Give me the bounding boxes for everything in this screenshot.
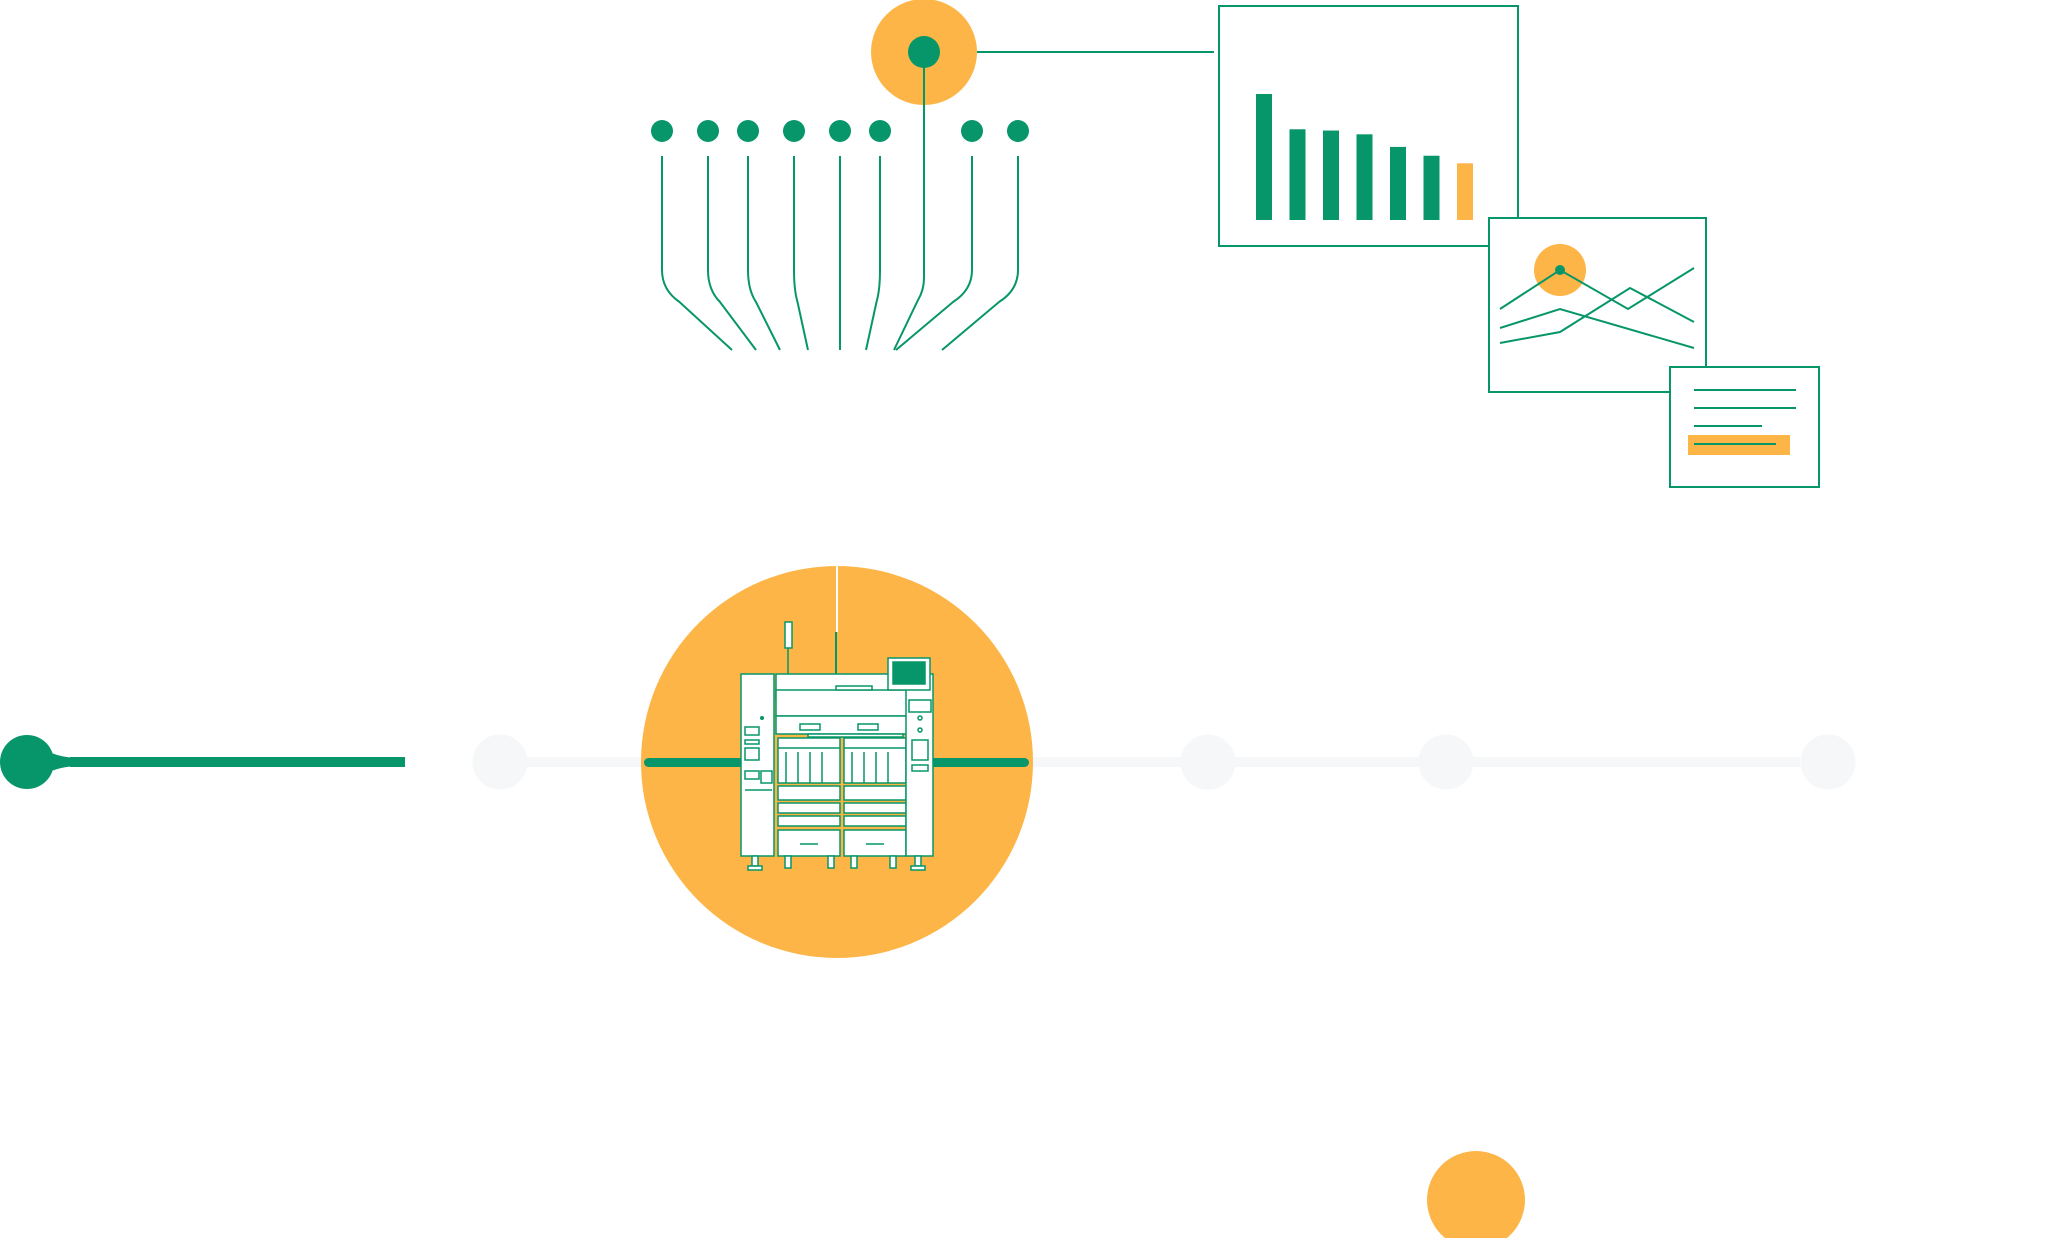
bar-chart-bar [1323,130,1339,220]
accent-dot [1427,1151,1525,1238]
line-chart-frame [1488,217,1707,393]
line-chart-point [1555,265,1565,275]
bar-chart-bar [1390,146,1406,220]
line-chart-series-3 [1499,286,1695,344]
sensor-node-icon [829,120,851,142]
hub-link-down [893,52,925,351]
sensor-lead [941,156,1019,351]
machine-station [641,566,1033,958]
machine-line-right [926,758,1029,767]
bar-chart-bar [1423,155,1440,220]
sensor-lead [895,156,973,351]
sensor-node-icon [737,120,759,142]
start-node [0,735,405,789]
track-node-2 [1180,734,1236,790]
hub-node-icon [871,0,1214,351]
sensor-node-icon [783,120,805,142]
sensor-node-icon [961,120,983,142]
machine-line-left [644,758,744,767]
document-icon [1669,366,1820,488]
sensor-lead [707,156,757,351]
sensor-node-icon [869,120,891,142]
sensor-node-icon [651,120,673,142]
line-chart-series-1 [1499,267,1695,311]
sensor-node-icon [697,120,719,142]
bar-chart-bar [1457,163,1473,220]
start-node-dot [0,735,54,789]
sensor-nodes [651,120,1029,351]
sensor-lead [661,156,733,351]
sensor-lead [793,156,809,351]
start-node-neck [45,750,80,774]
pick-and-place-machine-icon [740,621,934,871]
bar-chart-bar [1289,129,1306,220]
active-line [70,757,405,767]
bar-chart-bars [1256,94,1473,220]
sensor-lead [865,156,881,351]
sensor-lead [747,156,781,351]
sensor-node-icon [1007,120,1029,142]
bar-chart-bar [1256,94,1272,220]
bar-chart-icon [1218,5,1519,247]
line-chart-series-2 [1499,307,1695,349]
bar-chart-bar [1356,134,1373,220]
line-chart-icon [1488,217,1707,393]
track-node-1 [472,734,528,790]
track-node-4 [1800,734,1856,790]
track-node-3 [1418,734,1474,790]
